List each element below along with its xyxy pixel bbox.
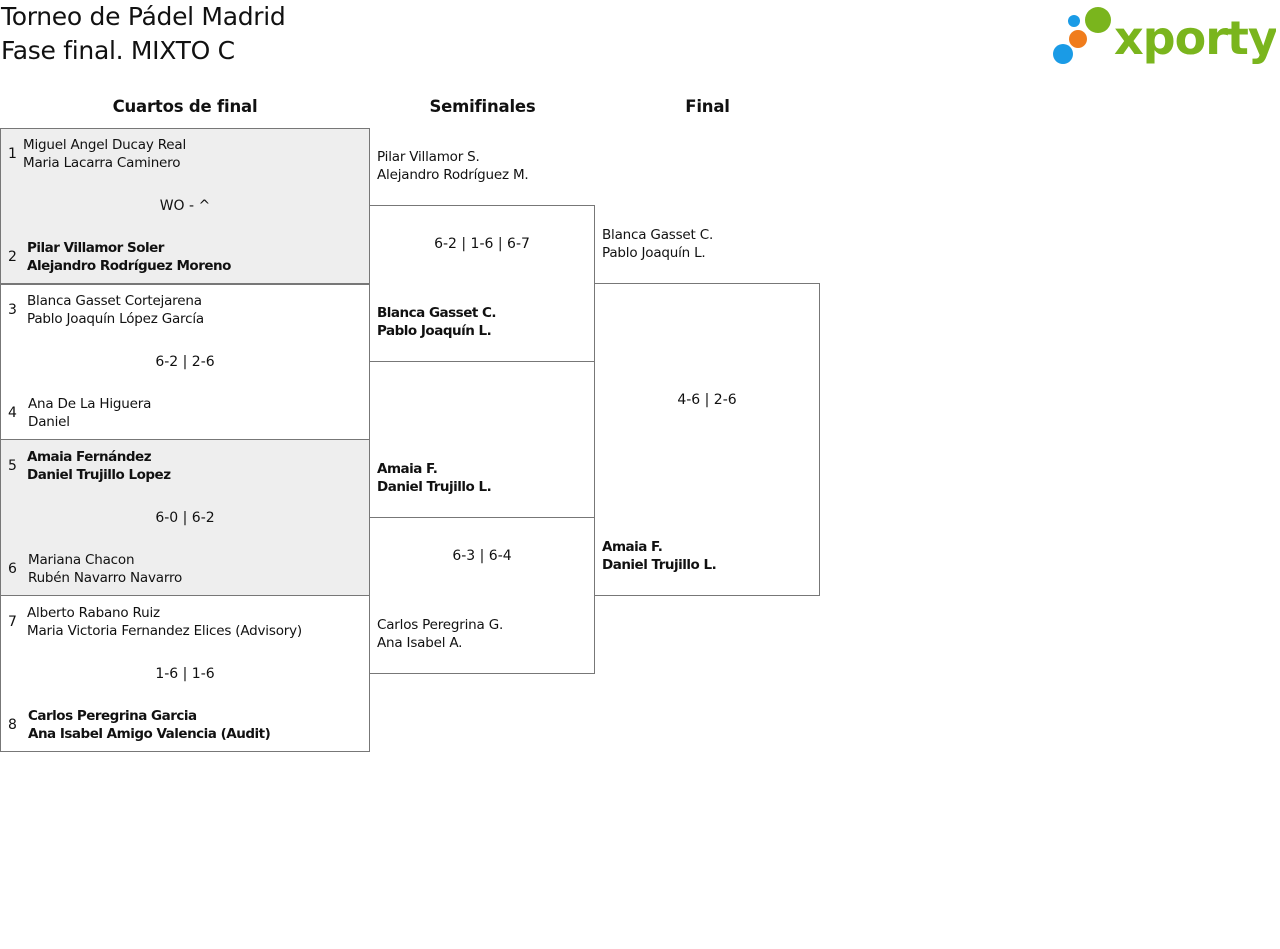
- sf-1-team-top: Pilar Villamor S. Alejandro Rodríguez M.: [377, 148, 529, 184]
- player-name: Daniel Trujillo L.: [602, 557, 717, 573]
- logo-wordmark: xporty: [1114, 11, 1276, 65]
- player-name: Alberto Rabano Ruiz: [27, 605, 160, 621]
- seed-number: 3: [8, 302, 17, 318]
- qf-match-2: 3 Blanca Gasset Cortejarena Pablo Joaquí…: [0, 283, 370, 440]
- xporty-logo[interactable]: xporty: [1050, 4, 1276, 68]
- sf-2-team-bottom: Carlos Peregrina G. Ana Isabel A.: [377, 616, 503, 652]
- logo-dot-blue-small: [1068, 15, 1080, 27]
- match-score: 1-6 | 1-6: [155, 666, 215, 682]
- player-name: Ana Isabel A.: [377, 635, 463, 651]
- page-subtitle: Fase final. MIXTO C: [1, 36, 235, 65]
- player-name: Ana Isabel Amigo Valencia (Audit): [28, 726, 271, 742]
- match-score: 6-2 | 2-6: [155, 354, 215, 370]
- team-names: Miguel Angel Ducay Real Maria Lacarra Ca…: [23, 136, 186, 172]
- player-name: Blanca Gasset C.: [602, 227, 714, 243]
- seed-number: 6: [8, 561, 17, 577]
- round-header-semifinals: Semifinales: [429, 97, 536, 116]
- player-name: Ana De La Higuera: [28, 396, 152, 412]
- player-name: Pablo Joaquín L.: [602, 245, 706, 261]
- team-names: Blanca Gasset Cortejarena Pablo Joaquín …: [27, 292, 204, 328]
- sf-1-score: 6-2 | 1-6 | 6-7: [434, 236, 530, 252]
- player-name: Amaia Fernández: [27, 449, 152, 465]
- player-name: Daniel: [28, 414, 70, 430]
- round-header-quarterfinals: Cuartos de final: [112, 97, 258, 116]
- final-bracket: [594, 283, 820, 596]
- seed-number: 4: [8, 405, 17, 421]
- player-name: Maria Victoria Fernandez Elices (Advisor…: [27, 623, 302, 639]
- team-names-winner: Carlos Peregrina Garcia Ana Isabel Amigo…: [28, 707, 271, 743]
- player-name: Daniel Trujillo L.: [377, 479, 492, 495]
- qf-match-3: 5 Amaia Fernández Daniel Trujillo Lopez …: [0, 439, 370, 596]
- page-title: Torneo de Pádel Madrid: [1, 2, 286, 31]
- player-name: Miguel Angel Ducay Real: [23, 137, 187, 153]
- final-score: 4-6 | 2-6: [677, 392, 737, 408]
- player-name: Alejandro Rodríguez Moreno: [27, 258, 231, 274]
- seed-number: 7: [8, 614, 17, 630]
- final-team-bottom-winner: Amaia F. Daniel Trujillo L.: [602, 538, 717, 574]
- team-names: Alberto Rabano Ruiz Maria Victoria Ferna…: [27, 604, 302, 640]
- seed-number: 1: [8, 146, 17, 162]
- sf-2-team-top-winner: Amaia F. Daniel Trujillo L.: [377, 460, 492, 496]
- sf-1-team-bottom-winner: Blanca Gasset C. Pablo Joaquín L.: [377, 304, 497, 340]
- seed-number: 5: [8, 458, 17, 474]
- team-names-winner: Pilar Villamor Soler Alejandro Rodríguez…: [27, 239, 231, 275]
- sf-match-1-bracket: [369, 205, 595, 362]
- player-name: Daniel Trujillo Lopez: [27, 467, 171, 483]
- player-name: Pablo Joaquín López García: [27, 311, 204, 327]
- qf-match-4: 7 Alberto Rabano Ruiz Maria Victoria Fer…: [0, 595, 370, 752]
- player-name: Carlos Peregrina G.: [377, 617, 504, 633]
- player-name: Pilar Villamor S.: [377, 149, 480, 165]
- player-name: Amaia F.: [377, 461, 438, 477]
- player-name: Amaia F.: [602, 539, 663, 555]
- player-name: Carlos Peregrina Garcia: [28, 708, 197, 724]
- sf-match-2-bracket: [369, 517, 595, 674]
- round-header-final: Final: [685, 97, 730, 116]
- seed-number: 2: [8, 249, 17, 265]
- logo-dot-orange: [1069, 30, 1087, 48]
- logo-dot-green: [1085, 7, 1111, 33]
- player-name: Maria Lacarra Caminero: [23, 155, 181, 171]
- player-name: Alejandro Rodríguez M.: [377, 167, 529, 183]
- player-name: Mariana Chacon: [28, 552, 135, 568]
- match-score: WO - ^: [159, 198, 211, 214]
- match-score: 6-0 | 6-2: [155, 510, 215, 526]
- player-name: Blanca Gasset Cortejarena: [27, 293, 202, 309]
- player-name: Rubén Navarro Navarro: [28, 570, 183, 586]
- player-name: Pablo Joaquín L.: [377, 323, 492, 339]
- seed-number: 8: [8, 717, 17, 733]
- sf-2-score: 6-3 | 6-4: [452, 548, 512, 564]
- player-name: Pilar Villamor Soler: [27, 240, 164, 256]
- team-names: Ana De La Higuera Daniel: [28, 395, 151, 431]
- final-team-top: Blanca Gasset C. Pablo Joaquín L.: [602, 226, 713, 262]
- player-name: Blanca Gasset C.: [377, 305, 497, 321]
- qf-match-1: 1 Miguel Angel Ducay Real Maria Lacarra …: [0, 128, 370, 285]
- team-names: Mariana Chacon Rubén Navarro Navarro: [28, 551, 182, 587]
- team-names-winner: Amaia Fernández Daniel Trujillo Lopez: [27, 448, 171, 484]
- logo-dot-blue: [1053, 44, 1073, 64]
